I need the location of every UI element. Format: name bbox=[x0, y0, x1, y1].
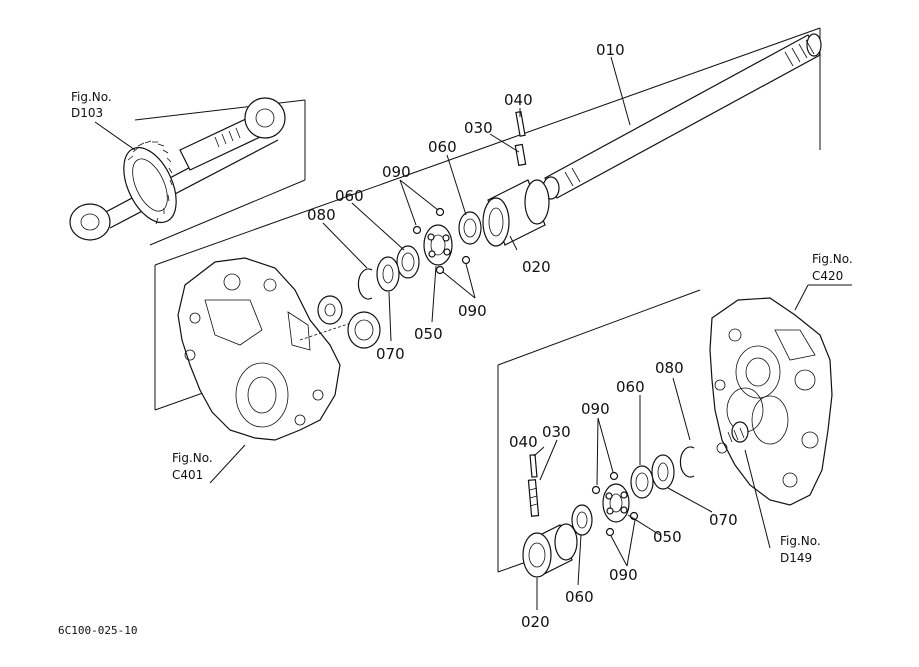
ref-c420-code: C420 bbox=[812, 269, 843, 283]
upper-collar-020 bbox=[482, 179, 550, 247]
label-040-upper: 040 bbox=[504, 91, 533, 109]
gear-shaft-assembly bbox=[69, 97, 286, 241]
label-050-lower: 050 bbox=[653, 528, 682, 546]
upper-bearing-050 bbox=[423, 224, 453, 266]
label-060b-lower: 060 bbox=[565, 588, 594, 606]
lower-snap-ring-080 bbox=[679, 446, 695, 478]
label-030-lower: 030 bbox=[542, 423, 571, 441]
label-080-upper: 080 bbox=[307, 206, 336, 224]
ref-d149-code: D149 bbox=[780, 551, 812, 565]
label-050-upper: 050 bbox=[414, 325, 443, 343]
label-060a-lower: 060 bbox=[616, 378, 645, 396]
label-010-upper: 010 bbox=[596, 41, 625, 59]
label-070-upper: 070 bbox=[376, 345, 405, 363]
lower-collar-020 bbox=[522, 523, 578, 578]
label-080-lower: 080 bbox=[655, 359, 684, 377]
ref-c420-title: Fig.No. bbox=[812, 252, 853, 266]
upper-thrust-washer-060a bbox=[458, 211, 482, 245]
lower-pin-040 bbox=[529, 454, 538, 478]
upper-pin-040 bbox=[515, 110, 526, 137]
leader-lines bbox=[94, 56, 852, 610]
label-030-upper: 030 bbox=[464, 119, 493, 137]
ref-d103-code: D103 bbox=[71, 106, 103, 120]
upper-snap-ring-080 bbox=[357, 268, 373, 300]
upper-pin-030 bbox=[514, 143, 527, 167]
upper-washer-070 bbox=[376, 256, 400, 292]
ref-d149-title: Fig.No. bbox=[780, 534, 821, 548]
lower-washer-070 bbox=[651, 454, 675, 490]
upper-balls-090 bbox=[412, 207, 471, 275]
label-070-lower: 070 bbox=[709, 511, 738, 529]
label-090a-upper: 090 bbox=[382, 163, 411, 181]
label-090b-upper: 090 bbox=[458, 302, 487, 320]
upper-thrust-washer-060b bbox=[396, 245, 420, 279]
label-020-lower: 020 bbox=[521, 613, 550, 631]
lower-pin-030 bbox=[527, 479, 540, 517]
lower-thrust-washer-060b bbox=[571, 504, 593, 536]
diagram-code: 6C100-025-10 bbox=[58, 624, 137, 637]
ref-c401-code: C401 bbox=[172, 468, 203, 482]
housing-c420 bbox=[709, 297, 833, 506]
label-040-lower: 040 bbox=[509, 433, 538, 451]
label-060b-upper: 060 bbox=[335, 187, 364, 205]
housing-c401 bbox=[177, 257, 381, 441]
ref-d103-title: Fig.No. bbox=[71, 90, 112, 104]
label-090a-lower: 090 bbox=[581, 400, 610, 418]
lower-thrust-washer-060a bbox=[630, 465, 654, 499]
upper-shaft-010 bbox=[542, 33, 822, 200]
label-060a-upper: 060 bbox=[428, 138, 457, 156]
label-020-upper: 020 bbox=[522, 258, 551, 276]
lower-bearing-050 bbox=[602, 483, 630, 523]
ref-c401-title: Fig.No. bbox=[172, 451, 213, 465]
label-090b-lower: 090 bbox=[609, 566, 638, 584]
lower-balls-090 bbox=[591, 471, 639, 537]
